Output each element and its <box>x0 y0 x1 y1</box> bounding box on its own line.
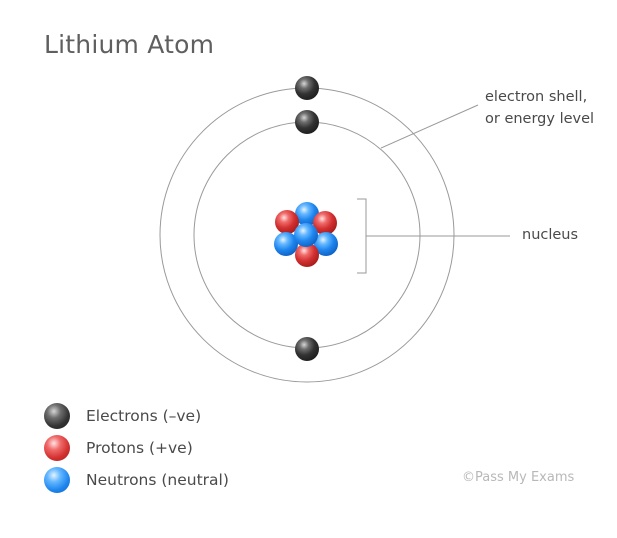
electron-outer-shell <box>295 76 319 100</box>
legend-label-neutrons: Neutrons (neutral) <box>86 471 229 489</box>
legend-item-electrons: Electrons (–ve) <box>44 400 229 432</box>
shell-annotation-line2: or energy level <box>485 111 595 127</box>
legend-item-protons: Protons (+ve) <box>44 432 229 464</box>
diagram-title: Lithium Atom <box>44 30 215 59</box>
proton <box>275 210 299 234</box>
shell-pointer-line <box>380 104 479 149</box>
neutron-icon <box>44 467 70 493</box>
nucleus-annotation: nucleus <box>522 227 579 243</box>
nucleus <box>274 202 338 267</box>
proton <box>295 243 319 267</box>
shell-annotation: electron shell, or energy level <box>485 86 594 130</box>
electron-icon <box>44 403 70 429</box>
copyright-watermark: ©Pass My Exams <box>462 470 575 485</box>
electron-inner-shell-bottom <box>295 337 319 361</box>
neutron <box>274 232 298 256</box>
shell-annotation-line1: electron shell, <box>485 89 588 105</box>
neutron <box>295 202 319 226</box>
nucleus-bracket <box>357 198 367 274</box>
neutron <box>294 223 318 247</box>
legend-label-protons: Protons (+ve) <box>86 439 193 457</box>
proton <box>313 211 337 235</box>
legend-item-neutrons: Neutrons (neutral) <box>44 464 229 496</box>
proton-icon <box>44 435 70 461</box>
neutron <box>314 232 338 256</box>
legend-label-electrons: Electrons (–ve) <box>86 407 202 425</box>
electron-inner-shell-top <box>295 110 319 134</box>
legend: Electrons (–ve) Protons (+ve) Neutrons (… <box>44 400 229 496</box>
